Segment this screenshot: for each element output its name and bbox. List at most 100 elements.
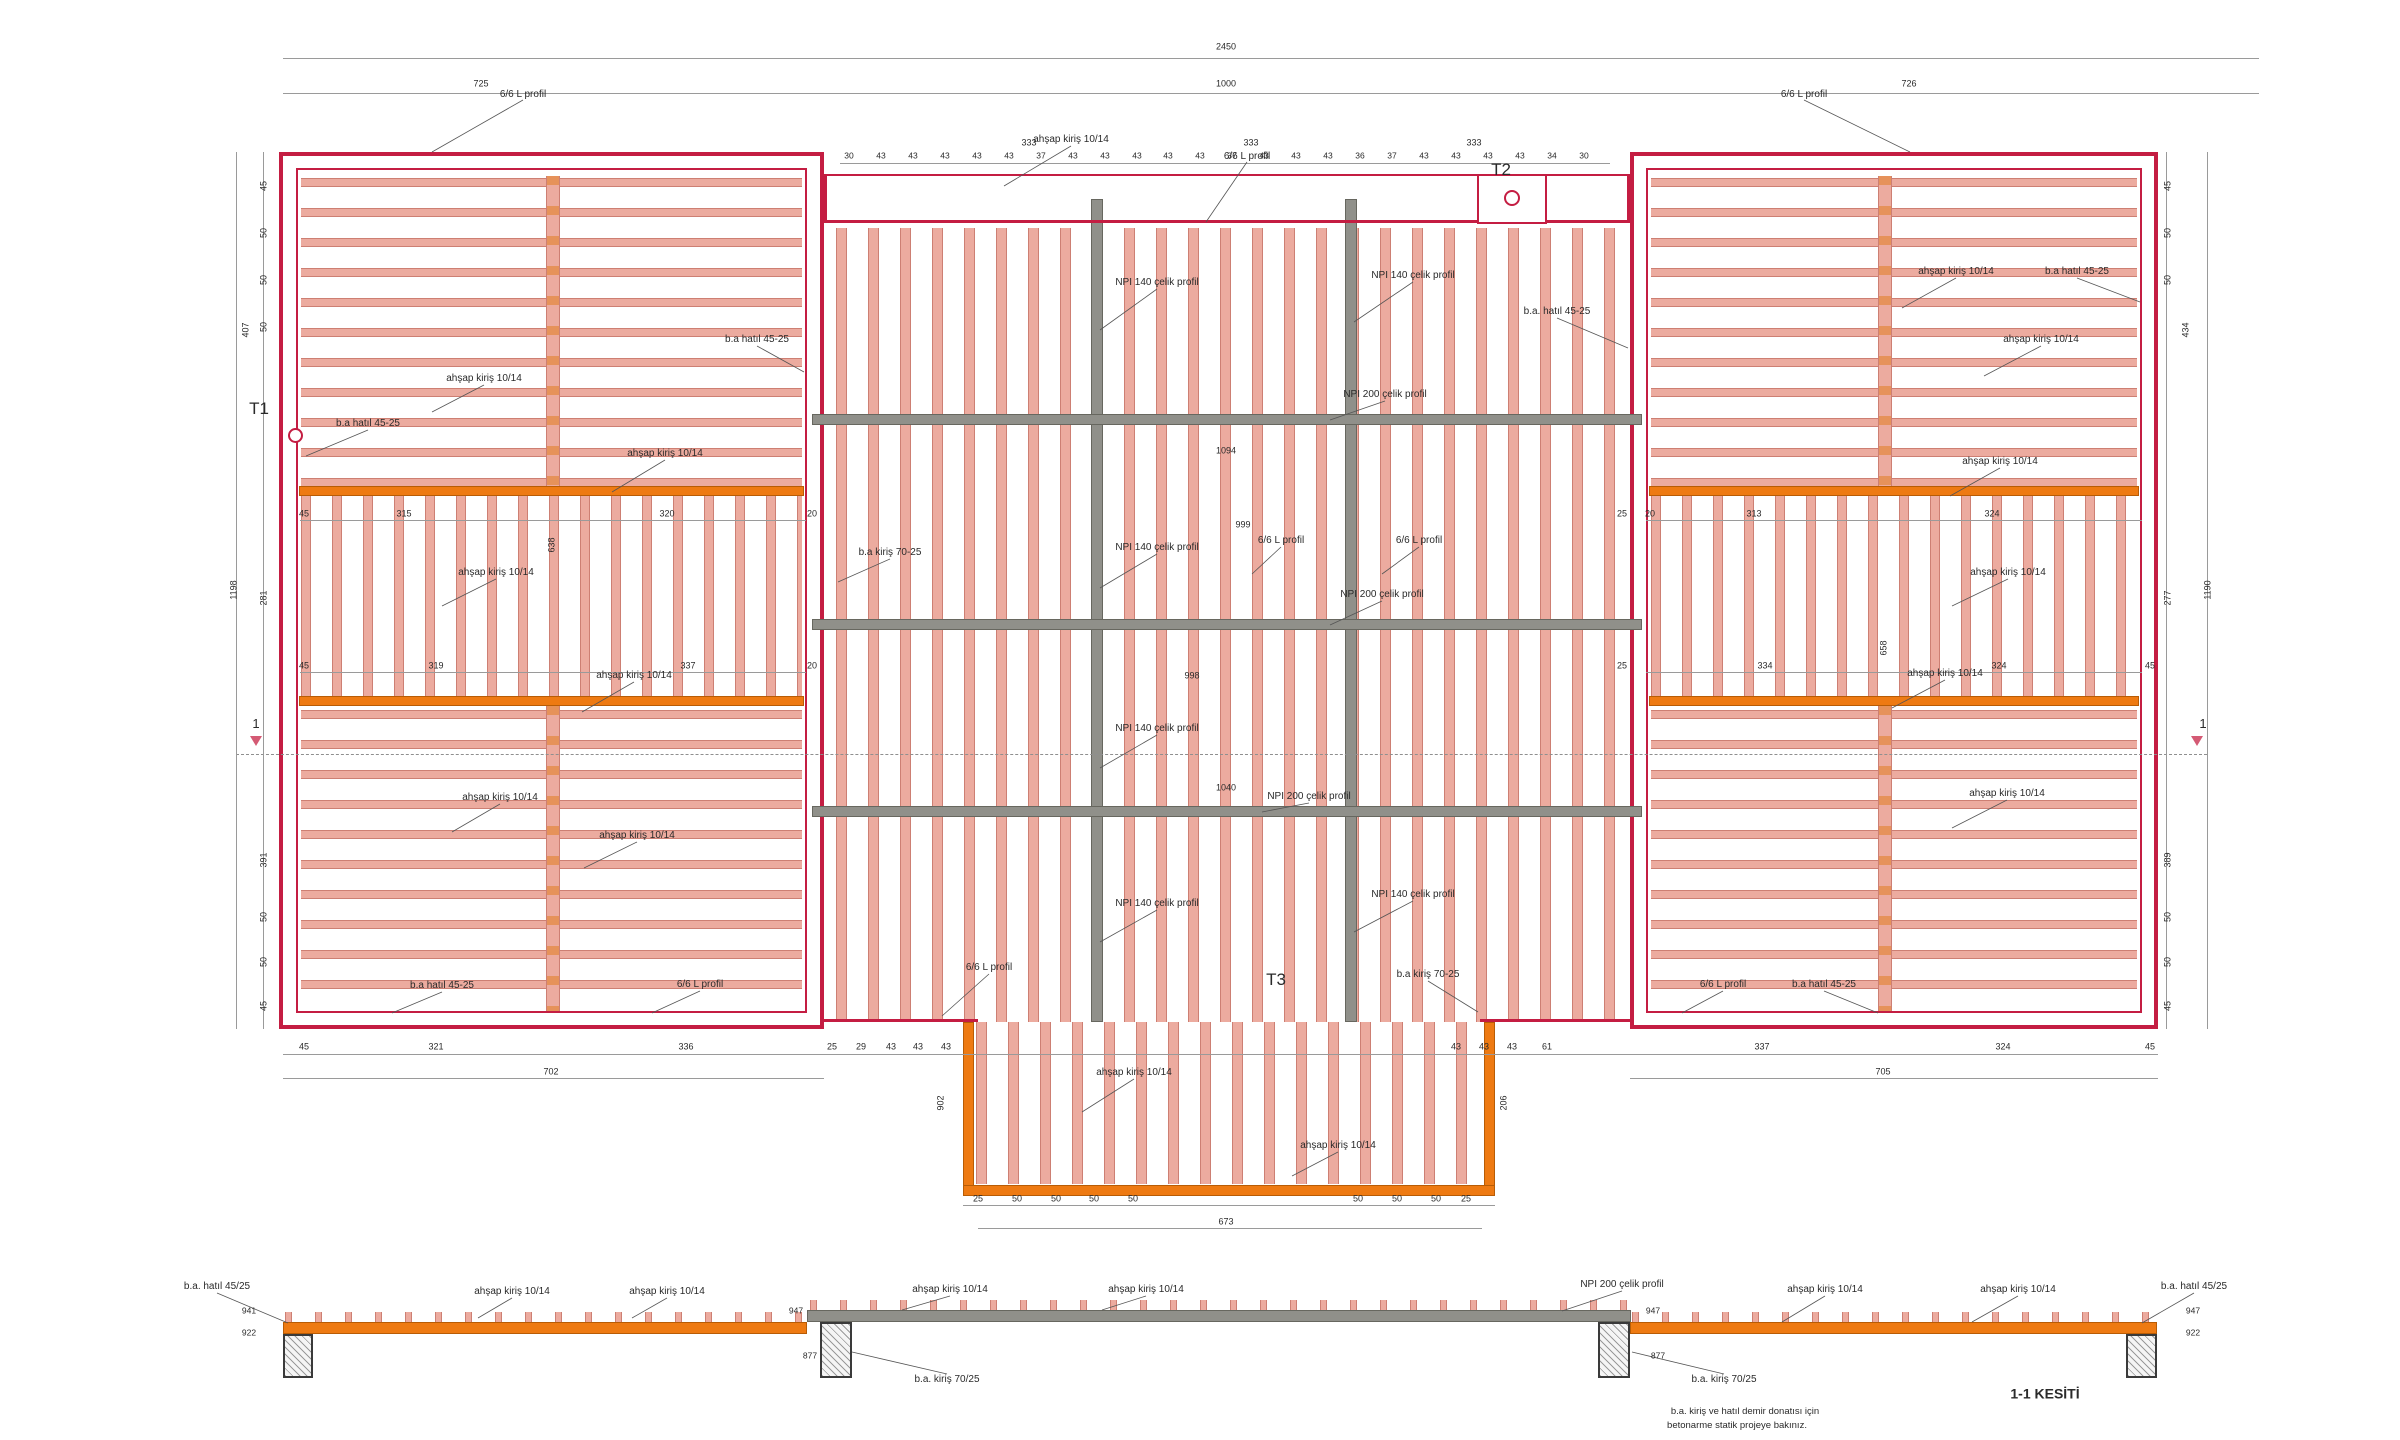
right-wing-top-beams (1651, 178, 2137, 486)
annotation-label: 337 (680, 660, 696, 671)
section-cut-mark-left: 1 (252, 716, 260, 732)
section-footing-center-left (820, 1322, 852, 1378)
marker-t3: T3 (1266, 970, 1286, 990)
annotation-label: 43 (1506, 1041, 1518, 1052)
annotation-label: 43 (940, 1041, 952, 1052)
t2-column-circle (1504, 190, 1520, 206)
annotation-label: 45 (2162, 180, 2173, 192)
annotation-label: 313 (1746, 508, 1762, 519)
right-wing-hatil-top (1649, 486, 2139, 496)
annotation-label: 6/6 L profil (499, 88, 547, 100)
annotation-label: 50 (1127, 1193, 1139, 1204)
annotation-label: b.a hatıl 45-25 (336, 417, 400, 429)
section-right-joist-ends (1632, 1312, 2154, 1322)
right-wing-bottom-beams (1651, 710, 2137, 1010)
annotation-label: ahşap kiriş 10/14 (1969, 787, 2045, 799)
center-top-left-return (824, 174, 827, 223)
section-footing-far-right (2126, 1334, 2157, 1378)
dimension-line (1646, 520, 2142, 521)
annotation-label: 43 (940, 150, 950, 161)
annotation-label: b.a. kiriş 70/25 (914, 1373, 980, 1385)
annotation-label: 1094 (1215, 445, 1237, 456)
annotation-label: 20 (806, 660, 818, 671)
annotation-label: 726 (1901, 78, 1917, 89)
annotation-label: ahşap kiriş 10/14 (1918, 265, 1994, 277)
annotation-label: 20 (1644, 508, 1656, 519)
dimension-line (2166, 152, 2167, 1029)
annotation-label: ahşap kiriş 10/14 (1962, 455, 2038, 467)
annotation-label: 50 (1011, 1193, 1023, 1204)
annotation-label: 45 (298, 508, 310, 519)
marker-t2: T2 (1491, 160, 1511, 180)
annotation-label: 947 (1645, 1305, 1661, 1316)
dimension-line (1646, 672, 2142, 673)
annotation-label: 50 (1050, 1193, 1062, 1204)
left-wing-hatil-top (299, 486, 804, 496)
note-line-2: betonarme statik projeye bakınız. (1667, 1420, 1807, 1432)
annotation-label: 25 (972, 1193, 984, 1204)
right-wing-outer-wall (1630, 152, 2158, 1029)
section-cut-line (236, 754, 2207, 755)
annotation-label: 334 (1757, 660, 1773, 671)
dimension-line (978, 1228, 1482, 1229)
annotation-label: ahşap kiriş 10/14 (912, 1283, 988, 1295)
annotation-label: ahşap kiriş 10/14 (474, 1285, 550, 1297)
annotation-label: 43 (1004, 150, 1014, 161)
annotation-label: 50 (258, 274, 269, 286)
annotation-label: 43 (885, 1041, 897, 1052)
dimension-line (263, 152, 264, 1029)
right-wing-inner-wall (1646, 168, 2142, 1013)
annotation-label: 2450 (1215, 41, 1237, 52)
annotation-label: 6/6 L profil (1780, 88, 1828, 100)
dimension-line (300, 520, 806, 521)
annotation-label: NPI 140 çelik profil (1115, 276, 1199, 288)
annotation-label: 391 (258, 852, 269, 868)
section-left-joist-ends (285, 1312, 805, 1322)
annotation-label: 43 (1291, 150, 1301, 161)
annotation-label: 37 (1036, 150, 1046, 161)
dimension-line (300, 672, 806, 673)
annotation-label: 43 (1068, 150, 1078, 161)
annotation-label: ahşap kiriş 10/14 (1980, 1283, 2056, 1295)
t3-wall-bottom (963, 1185, 1495, 1196)
annotation-label: b.a. kiriş 70/25 (1691, 1373, 1757, 1385)
annotation-label: 902 (935, 1095, 946, 1111)
annotation-label: 50 (1088, 1193, 1100, 1204)
steel-beam-npi200-1 (812, 414, 1642, 425)
annotation-label: b.a hatıl 45-25 (410, 979, 474, 991)
annotation-label: b.a kiriş 70-25 (858, 546, 922, 558)
annotation-label: b.a. hatıl 45-25 (1523, 305, 1591, 317)
dimension-line (283, 1054, 2158, 1055)
section-footing-center-right (1598, 1322, 1630, 1378)
annotation-label: 29 (855, 1041, 867, 1052)
annotation-label: 320 (659, 508, 675, 519)
annotation-label: ahşap kiriş 10/14 (446, 372, 522, 384)
dimension-line (283, 1078, 824, 1079)
annotation-label: 50 (1391, 1193, 1403, 1204)
annotation-label: 43 (972, 150, 982, 161)
annotation-label: 337 (1754, 1041, 1770, 1052)
right-wing-top-splice (1878, 176, 1892, 487)
annotation-label: 45 (2144, 1041, 2156, 1052)
annotation-label: 1000 (1215, 78, 1237, 89)
annotation-label: ahşap kiriş 10/14 (1096, 1066, 1172, 1078)
section-cut-mark-right: 1 (2199, 716, 2207, 732)
annotation-label: 43 (1259, 150, 1269, 161)
annotation-label: 50 (2162, 956, 2173, 968)
annotation-label: 30 (844, 150, 854, 161)
t1-column-circle (288, 428, 303, 443)
left-wing-outer-wall (279, 152, 824, 1029)
annotation-label: NPI 200 çelik profil (1343, 388, 1427, 400)
annotation-label: 324 (1984, 508, 2000, 519)
annotation-label: 45 (298, 1041, 310, 1052)
note-line-1: b.a. kiriş ve hatıl demir donatısı için (1670, 1406, 1820, 1418)
annotation-label: 336 (678, 1041, 694, 1052)
annotation-label: 37 (1387, 150, 1397, 161)
annotation-label: 50 (1352, 1193, 1364, 1204)
annotation-label: 702 (543, 1066, 559, 1077)
annotation-label: 998 (1184, 670, 1200, 681)
annotation-label: 705 (1875, 1066, 1891, 1077)
annotation-label: 922 (2185, 1327, 2201, 1338)
